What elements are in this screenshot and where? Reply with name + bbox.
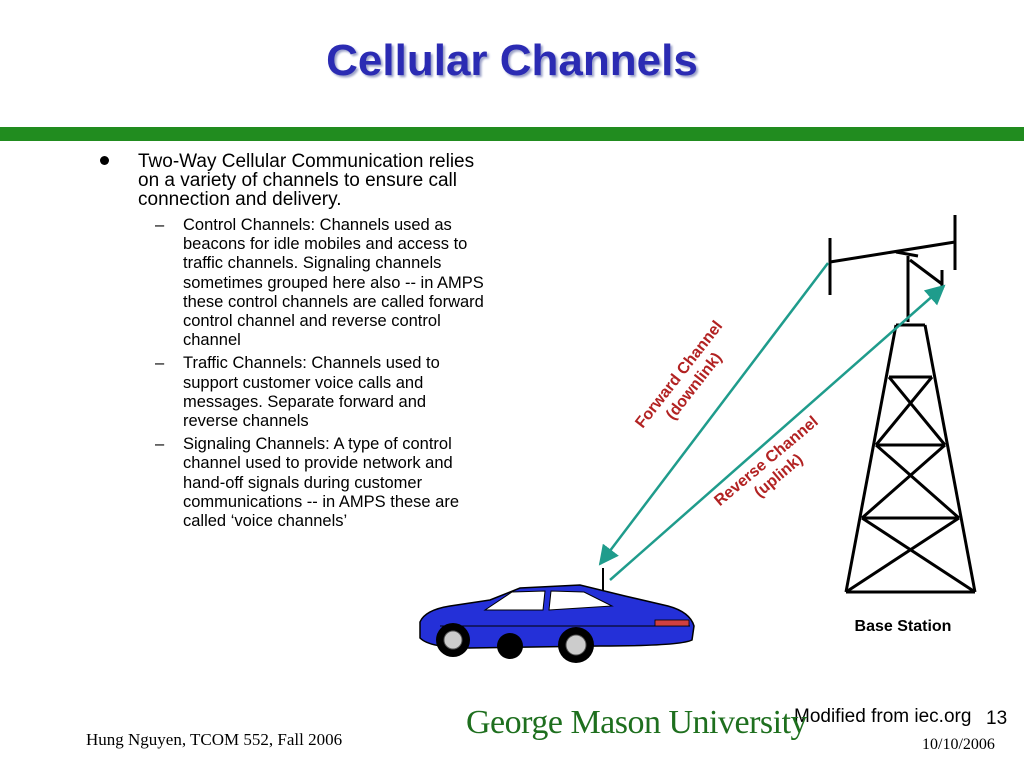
sub-bullet-text: Traffic Channels: Channels used to suppo… [183, 354, 440, 431]
base-station-label: Base Station [854, 618, 952, 635]
sub-bullet-control: – Control Channels: Channels used as bea… [138, 216, 485, 350]
sub-bullet-traffic: – Traffic Channels: Channels used to sup… [138, 354, 485, 431]
dash-marker: – [155, 435, 165, 454]
page-number: 13 [986, 708, 1008, 729]
author-footer: Hung Nguyen, TCOM 552, Fall 2006 [86, 730, 343, 749]
dash-marker: – [155, 354, 165, 373]
forward-channel-label: Forward Channel (downlink) [632, 318, 726, 431]
reverse-channel-label: Reverse Channel (uplink) [711, 413, 821, 509]
sub-bullet-text: Control Channels: Channels used as beaco… [183, 216, 484, 350]
modified-credit: Modified from iec.org [794, 706, 972, 727]
sub-bullet-text: Signaling Channels: A type of control ch… [183, 435, 460, 531]
sub-bullet-signaling: – Signaling Channels: A type of control … [138, 435, 485, 531]
bullet-dot-icon [100, 156, 109, 165]
slide-date: 10/10/2006 [922, 736, 995, 753]
university-logo: George Mason University [466, 704, 808, 741]
slide-title: Cellular Channels [326, 36, 698, 85]
bullet-list: Two-Way Cellular Communication relies on… [100, 152, 485, 531]
car-icon [419, 568, 695, 663]
bullet-text: Two-Way Cellular Communication relies on… [138, 151, 475, 210]
reverse-channel-arrow [609, 284, 946, 581]
green-divider [0, 127, 1024, 141]
forward-channel-arrow [598, 262, 829, 566]
base-station-tower-icon [828, 215, 977, 594]
bullet-item: Two-Way Cellular Communication relies on… [100, 152, 485, 209]
dash-marker: – [155, 216, 165, 234]
